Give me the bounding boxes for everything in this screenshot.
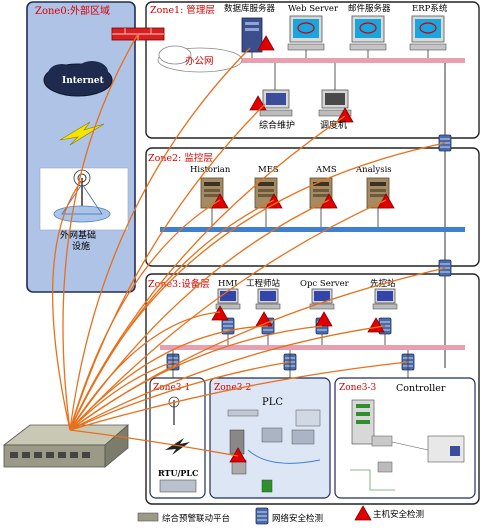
opc-server-label: Opc Server xyxy=(300,279,350,289)
ams-label: AMS xyxy=(315,165,337,175)
zone0-label: Zone0:外部区域 xyxy=(35,4,110,17)
rtu-plc-label: RTU/PLC xyxy=(158,468,198,478)
engineer-workstation-icon xyxy=(255,288,281,310)
erp-server-icon xyxy=(409,15,447,51)
zone2-label: Zone2: 监控层 xyxy=(148,152,213,164)
alert-links xyxy=(52,33,446,457)
legend-network-detect-icon xyxy=(255,507,269,525)
zone3-label: Zone3:设备层 xyxy=(148,278,210,290)
wireless-link-icon xyxy=(165,438,190,455)
ac-drive-icon xyxy=(261,479,273,493)
zone3-1-box xyxy=(149,377,206,499)
alert-platform-device-icon xyxy=(2,424,130,468)
mail-server-label: 邮件服务器 xyxy=(348,3,391,14)
legend-host-detect-label: 主机安全检测 xyxy=(373,509,424,520)
legend-platform-label: 综合预警联动平台 xyxy=(162,513,230,524)
advanced-control-workstation-icon xyxy=(372,288,398,310)
fieldbus-green-line xyxy=(350,469,395,491)
zone2-bus xyxy=(160,227,465,232)
web-server-icon xyxy=(287,15,325,51)
db-server-label: 数据库服务器 xyxy=(224,3,276,14)
office-net-label: 办公网 xyxy=(185,55,214,67)
dispatcher-label: 调度机 xyxy=(320,119,347,131)
remote-computer-icon xyxy=(450,446,460,456)
zone3-3-label: Zone3-3 xyxy=(339,383,377,393)
historian-label: Historian xyxy=(190,165,231,175)
fieldbus-line xyxy=(247,449,321,464)
variable-freq-drive-icon xyxy=(261,427,283,443)
external-infra-label-2: 设施 xyxy=(72,240,90,252)
mes-label: MES xyxy=(258,165,279,175)
hmi-label: HMI xyxy=(218,279,237,289)
erp-label: ERP系统 xyxy=(412,3,448,14)
hmi-panel-icon xyxy=(295,409,321,427)
analysis-label: Analysis xyxy=(355,165,392,175)
internet-label: Internet xyxy=(62,76,105,86)
external-infra-label-1: 外网基础 xyxy=(60,229,96,241)
rtu-antenna-icon xyxy=(168,396,180,425)
plc-label: PLC xyxy=(262,397,283,408)
antenna-icon xyxy=(39,167,129,231)
engineer-station-label: 工程师站 xyxy=(246,278,281,289)
rtu-plc-device-icon xyxy=(159,479,197,493)
zone1-bus xyxy=(160,58,465,63)
lightning-icon xyxy=(59,121,105,146)
zone3-1-label: Zone3-1 xyxy=(153,383,190,393)
maintenance-label: 综合维护 xyxy=(259,119,295,131)
zone1-label: Zone1: 管理层 xyxy=(150,4,215,16)
zone3-2-label: Zone3-2 xyxy=(214,383,251,393)
controller-label: Controller xyxy=(396,383,446,394)
mail-server-icon xyxy=(349,15,387,51)
plc-module-icon xyxy=(227,409,259,417)
legend: 综合预警联动平台 网络安全检测 主机安全检测 xyxy=(137,505,424,525)
maintenance-pc-icon xyxy=(259,89,293,117)
dispatcher-pc-icon xyxy=(318,89,352,117)
internet-cloud xyxy=(43,61,113,97)
office-net-cloud xyxy=(157,45,243,73)
legend-host-detect-icon xyxy=(354,505,372,521)
dc-motor-icon xyxy=(291,429,315,445)
zone1-box xyxy=(145,1,480,139)
io-module-icon xyxy=(371,435,393,447)
legend-platform-icon xyxy=(137,512,159,522)
web-server-label: Web Server xyxy=(288,4,339,14)
db-server-icon xyxy=(241,17,263,53)
legend-network-detect-label: 网络安全检测 xyxy=(272,513,323,524)
pressure-regulator-icon xyxy=(377,461,393,473)
zone3-bus xyxy=(160,345,465,350)
